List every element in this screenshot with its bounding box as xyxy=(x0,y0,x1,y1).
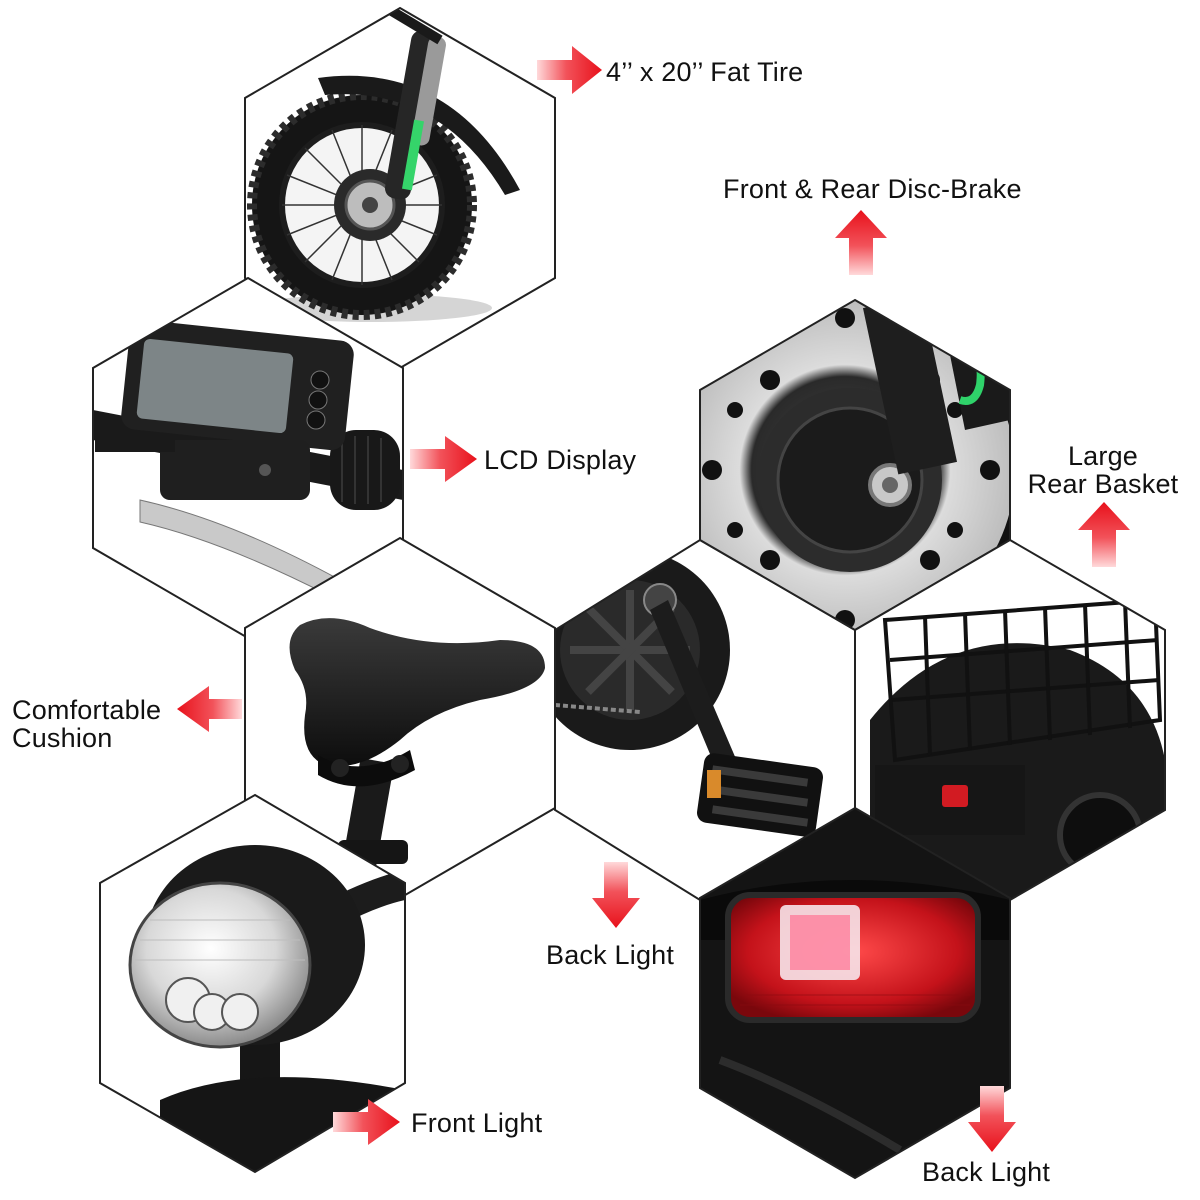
back-light-center-label: Back Light xyxy=(546,940,675,970)
up-arrow-icon xyxy=(1078,502,1130,567)
cushion-label-line1: Comfortable xyxy=(12,695,162,725)
left-arrow-icon xyxy=(177,686,242,732)
front-light-photo xyxy=(99,793,406,1174)
right-arrow-icon xyxy=(537,46,602,94)
rear-basket-label-line2: Rear Basket xyxy=(1027,469,1179,499)
right-arrow-icon xyxy=(410,436,477,482)
fat-tire-label: 4’’ x 20’’ Fat Tire xyxy=(606,57,804,87)
down-arrow-icon xyxy=(592,862,640,928)
back-light-bottom-label: Back Light xyxy=(922,1157,1051,1187)
lcd-display-label: LCD Display xyxy=(484,445,637,475)
cushion-label: Comfortable Cushion xyxy=(12,696,161,752)
front-light-label: Front Light xyxy=(411,1108,543,1138)
disc-brake-label: Front & Rear Disc-Brake xyxy=(723,174,1022,204)
up-arrow-icon xyxy=(835,210,887,275)
rear-basket-label-line1: Large xyxy=(1067,441,1139,471)
back-light-photo xyxy=(699,806,1011,1180)
lcd-display-photo xyxy=(92,276,404,640)
right-arrow-icon xyxy=(333,1099,400,1145)
cushion-label-line2: Cushion xyxy=(12,723,113,753)
down-arrow-icon xyxy=(968,1086,1016,1152)
rear-basket-label: Large Rear Basket xyxy=(1020,442,1186,498)
